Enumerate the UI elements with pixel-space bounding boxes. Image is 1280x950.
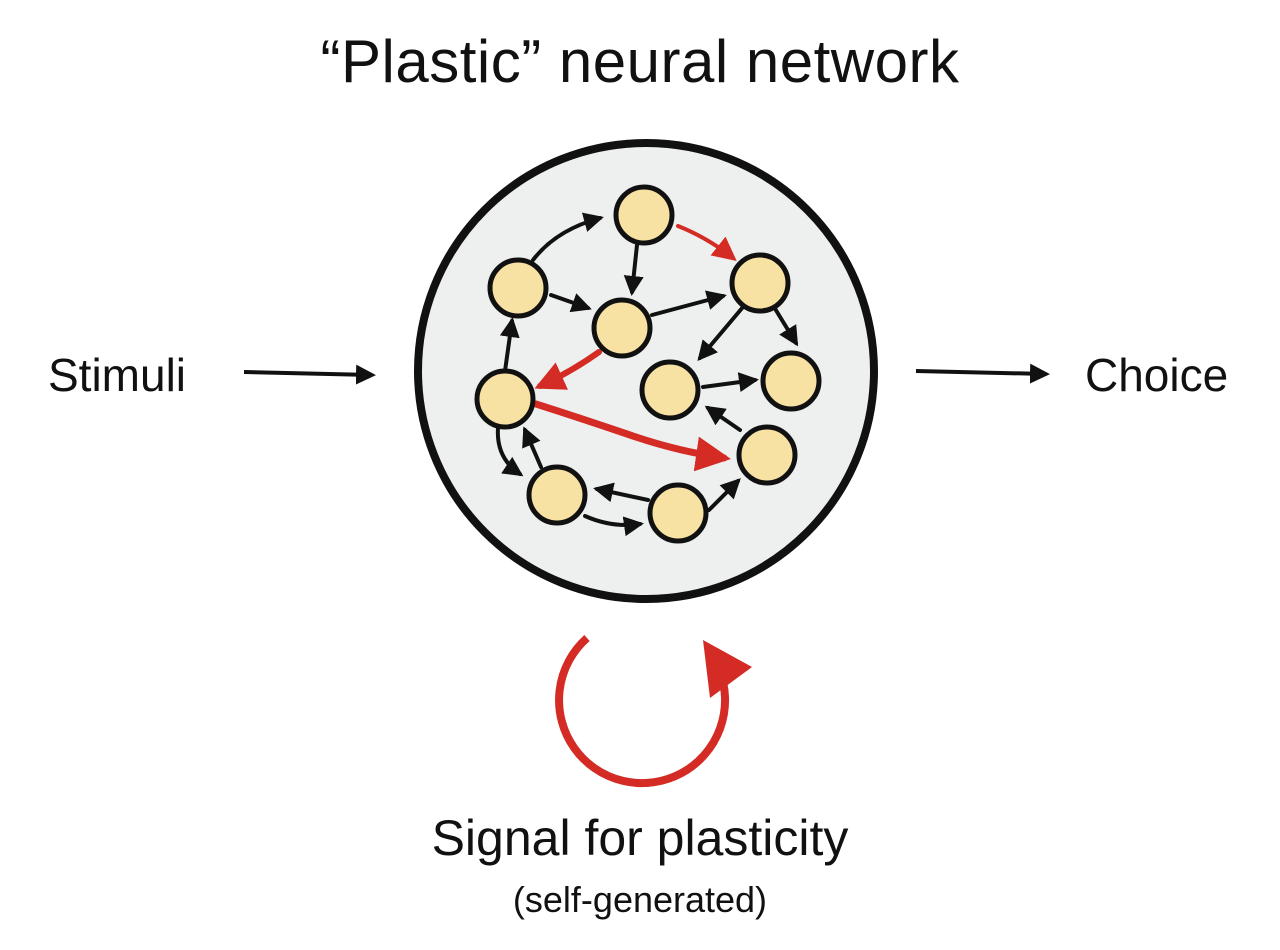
plasticity-loop-arrowhead xyxy=(703,640,752,698)
connection-arrow xyxy=(701,372,759,393)
neuron xyxy=(736,424,798,486)
neuron xyxy=(613,184,675,246)
connection-arrow xyxy=(697,305,745,362)
neuron xyxy=(591,297,653,359)
connection-arrow xyxy=(549,293,592,313)
neuron xyxy=(647,482,709,544)
plasticity-loop-arrow xyxy=(555,635,730,788)
plastic-connection-arrow xyxy=(532,400,731,472)
connection-arrow xyxy=(772,305,799,347)
connection-arrow xyxy=(593,482,650,503)
neuron xyxy=(526,464,588,526)
connection-arrow xyxy=(583,514,644,537)
connection-arrow xyxy=(704,405,742,432)
connection-arrow xyxy=(522,426,543,469)
connections xyxy=(495,212,799,537)
connection-arrow xyxy=(623,243,644,296)
diagram-title: “Plastic” neural network xyxy=(320,28,960,95)
plastic-connection-arrow xyxy=(534,349,602,390)
connection-arrow xyxy=(707,478,741,512)
stimuli-label: Stimuli xyxy=(48,349,187,401)
neuron xyxy=(760,350,822,412)
neuron xyxy=(487,257,549,319)
neuron xyxy=(639,359,701,421)
connection-arrow xyxy=(650,290,727,317)
plastic-connection-arrow xyxy=(676,224,737,261)
neurons xyxy=(474,184,822,544)
connection-arrow xyxy=(531,212,604,262)
neuron xyxy=(474,368,536,430)
signal-sublabel: (self-generated) xyxy=(512,879,768,920)
stimuli-arrow xyxy=(243,364,376,385)
neuron xyxy=(729,252,791,314)
signal-label: Signal for plasticity xyxy=(431,810,849,866)
choice-label: Choice xyxy=(1085,349,1229,401)
connection-arrow xyxy=(499,317,520,373)
choice-arrow xyxy=(915,363,1050,384)
connection-arrow xyxy=(495,426,524,477)
